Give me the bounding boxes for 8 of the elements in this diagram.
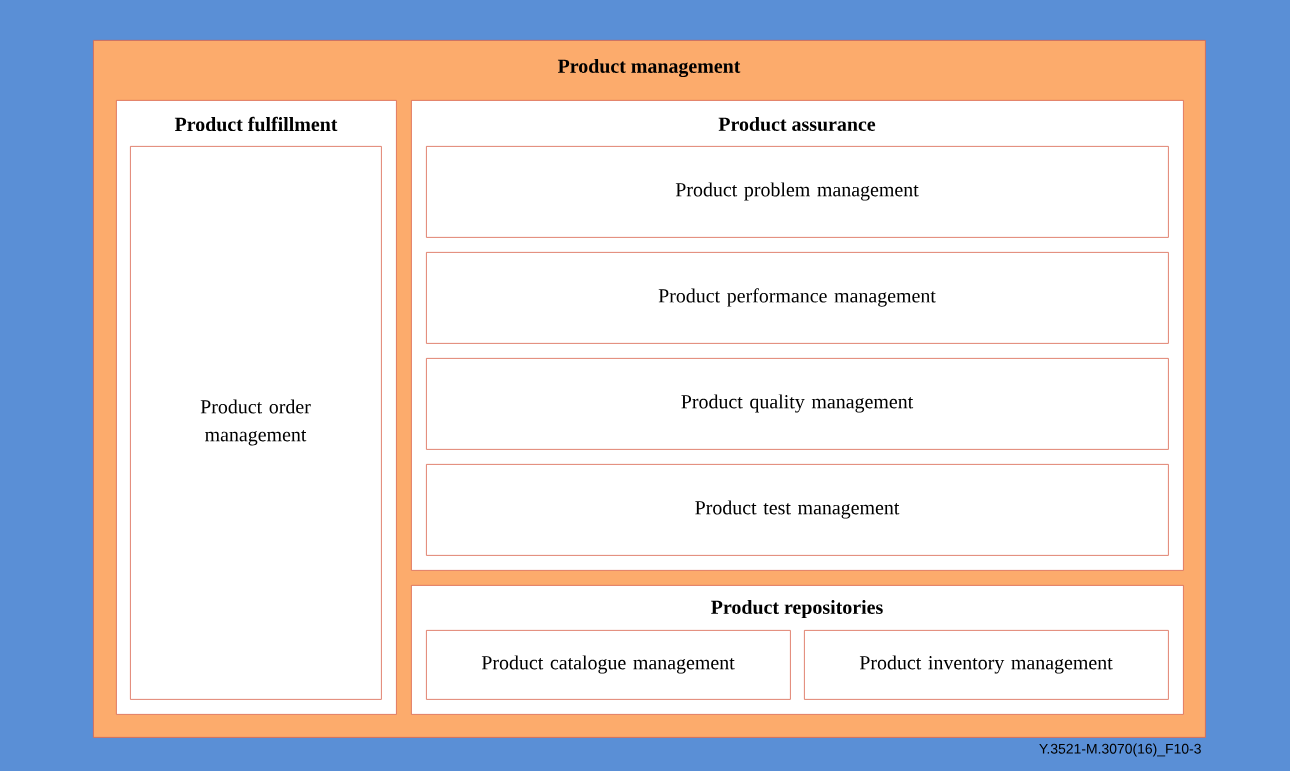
figure-id: Y.3521-M.3070(16)_F10-3 [1039, 743, 1201, 757]
process-box: Product problem management [426, 146, 1169, 238]
process-box: Product catalogue management [426, 630, 791, 700]
process-box: Product quality management [426, 358, 1169, 450]
process-box: Product order management [130, 146, 382, 700]
process-box: Product test management [426, 464, 1169, 556]
process-box: Product inventory management [804, 630, 1169, 700]
process-box: Product performance management [426, 252, 1169, 344]
